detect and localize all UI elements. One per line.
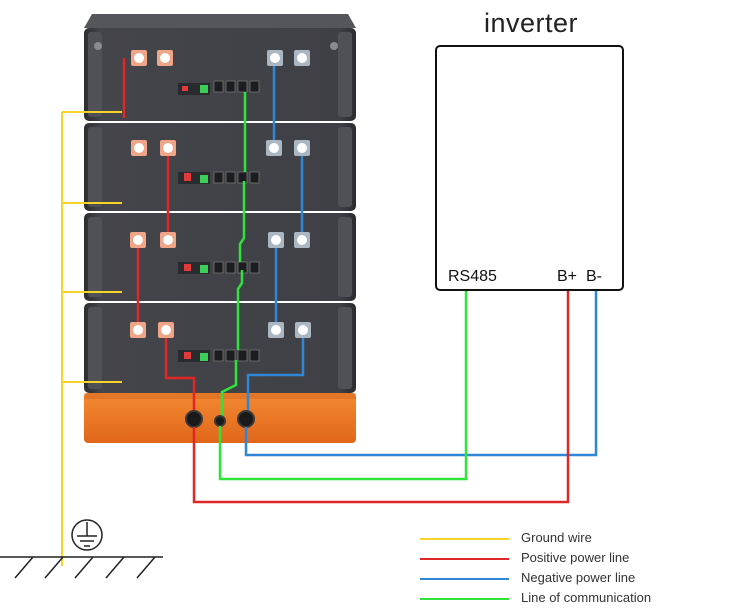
positive-terminal [160,140,176,156]
module-terminals [130,50,311,338]
negative-jumpers [246,58,305,418]
module-side-right [338,217,352,297]
battery-module-4 [84,303,356,393]
negative-terminal [294,50,310,66]
legend-label-positive: Positive power line [521,550,630,565]
legend-label-ground: Ground wire [521,530,592,545]
module-body [84,213,356,301]
negative-terminal [266,140,282,156]
positive-terminal [131,50,147,66]
ground-wiring [61,111,122,566]
legend-swatch-ground [420,538,509,540]
module-side-left [88,127,102,207]
positive-jumpers [122,58,196,418]
earth-ground-symbol [71,519,103,551]
communication-jumpers [220,92,247,418]
legend-swatch-communication [420,598,509,600]
positive-terminal [158,322,174,338]
ground-screw [330,42,338,50]
port-label-rs485: RS485 [448,268,497,285]
stack-top-cap [84,14,356,28]
module-side-left [88,307,102,389]
positive-terminal [157,50,173,66]
legend-item-negative: Negative power line [420,569,720,589]
legend-item-positive: Positive power line [420,549,720,569]
base-communication-connector [214,415,226,427]
negative-terminal [267,50,283,66]
module-panel-4 [178,349,260,362]
negative-cable [244,291,598,457]
negative-terminal [294,232,310,248]
positive-cable [192,291,570,504]
negative-terminal [268,232,284,248]
module-side-right [338,127,352,207]
module-side-left [88,217,102,297]
ground-screw [94,42,102,50]
legend-swatch-positive [420,558,509,560]
module-panel-3 [178,261,260,274]
port-label-bplus: B+ [557,268,578,285]
legend-swatch-negative [420,578,509,580]
module-side-left [88,32,102,117]
communication-cable [218,291,468,481]
negative-terminal [295,322,311,338]
positive-terminal [160,232,176,248]
base-negative-connector [237,410,255,428]
negative-terminal [294,140,310,156]
module-panel-2 [178,171,260,184]
ground-surface [0,556,163,579]
module-side-right [338,307,352,389]
battery-module-2 [84,123,356,211]
legend: Ground wire Positive power line Negative… [420,529,720,609]
negative-terminal [268,322,284,338]
battery-module-1 [84,28,356,121]
inverter-box [435,45,624,291]
inverter-title: inverter [483,8,579,38]
battery-base-shadow [84,393,356,399]
module-body [84,28,356,121]
base-positive-connector [185,410,203,428]
positive-terminal [130,322,146,338]
battery-module-3 [84,213,356,301]
positive-terminal [131,140,147,156]
module-body [84,303,356,393]
positive-terminal [130,232,146,248]
legend-label-negative: Negative power line [521,570,636,585]
module-panel-1 [178,80,260,95]
inverter-cables [192,291,598,504]
module-body [84,123,356,211]
module-side-right [338,32,352,117]
legend-item-ground: Ground wire [420,529,720,549]
legend-label-communication: Line of communication [521,590,652,605]
legend-item-communication: Line of communication [420,589,720,609]
port-label-bminus: B- [586,268,602,285]
